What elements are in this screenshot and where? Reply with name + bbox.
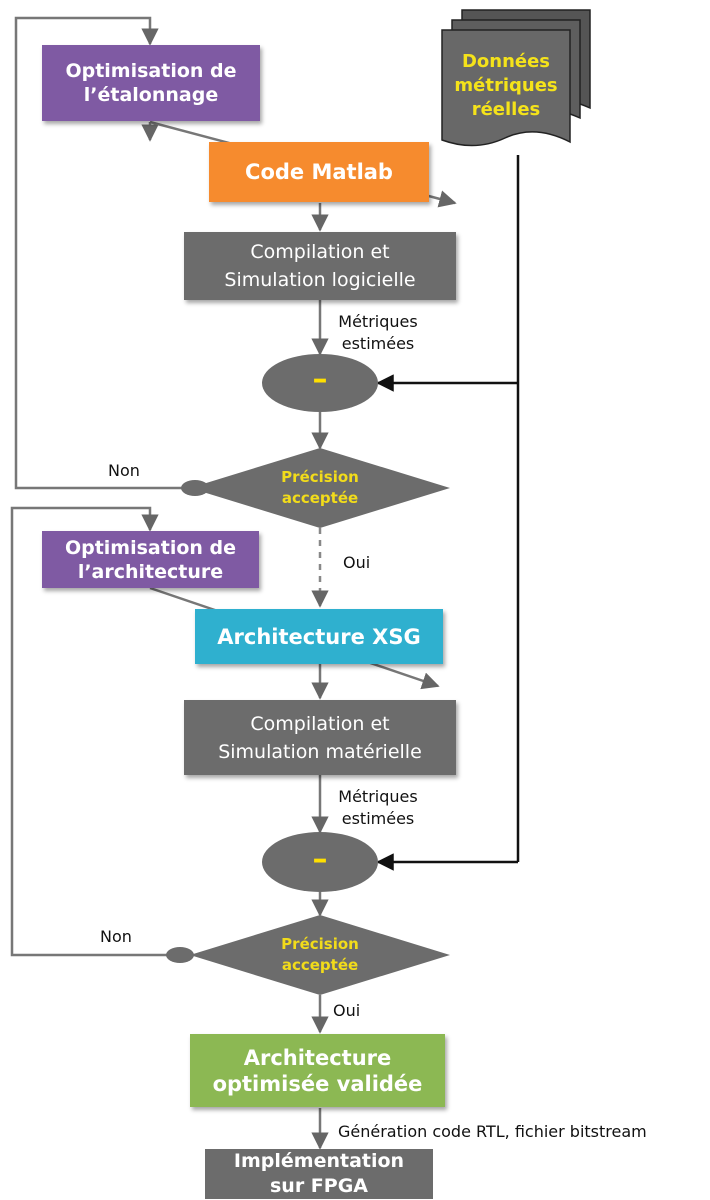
metriques-estimees-label-1: Métriques estimées bbox=[338, 312, 418, 353]
minus-ellipse-2 bbox=[262, 832, 378, 892]
metriques-estimees-label-2: Métriques estimées bbox=[338, 787, 418, 828]
generation-rtl-label: Génération code RTL, fichier bitstream bbox=[338, 1122, 647, 1141]
decision-label-1: Précision acceptée bbox=[281, 468, 359, 507]
optimisation-etalonnage-box: Optimisation de l’étalonnage bbox=[42, 45, 260, 121]
loop-non-2 bbox=[10, 506, 180, 957]
loop-non-1 bbox=[14, 16, 195, 490]
compilation-simulation-logicielle-box: Compilation et Simulation logicielle bbox=[184, 232, 456, 300]
decision-diamond-2 bbox=[190, 915, 450, 995]
data-document-label: Données métriques réelles bbox=[454, 51, 558, 120]
compilation-simulation-materielle-box: Compilation et Simulation matérielle bbox=[184, 700, 456, 775]
implementation-fpga-box: Implémentation sur FPGA bbox=[205, 1149, 433, 1199]
non-label-1: Non bbox=[108, 461, 140, 480]
architecture-optimisee-validee-box: Architecture optimisée validée bbox=[190, 1034, 445, 1107]
data-document-shape bbox=[441, 9, 591, 147]
code-matlab-box: Code Matlab bbox=[209, 142, 429, 202]
minus-ellipse-1 bbox=[262, 354, 378, 412]
decision-diamond-1 bbox=[190, 448, 450, 528]
decision-label-2: Précision acceptée bbox=[281, 935, 359, 974]
architecture-xsg-box: Architecture XSG bbox=[195, 609, 443, 664]
optimisation-architecture-box: Optimisation de l’architecture bbox=[42, 531, 259, 588]
minus-symbol-1: – bbox=[312, 362, 328, 397]
oui-label-1: Oui bbox=[343, 553, 371, 572]
minus-symbol-2: – bbox=[312, 842, 328, 877]
oui-label-2: Oui bbox=[333, 1001, 361, 1020]
non-label-2: Non bbox=[100, 927, 132, 946]
